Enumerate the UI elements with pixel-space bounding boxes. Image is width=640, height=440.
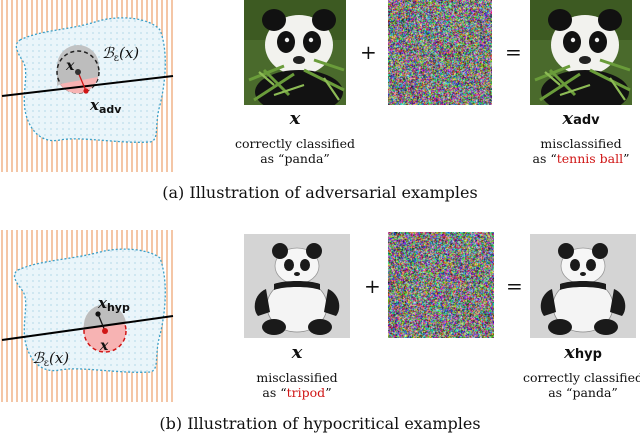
figure-caption-a: (a) Illustration of adversarial examples: [162, 183, 478, 202]
point-x: [75, 69, 81, 75]
adversarial-panda-photo: [530, 0, 632, 114]
panel-adversarial: x ℬε(x) xadv + =: [0, 0, 640, 210]
caption-left: correctly classified as “panda”: [235, 136, 355, 166]
point-x-adv: [83, 88, 89, 94]
equals-operator: =: [505, 40, 522, 64]
noise-pattern: [388, 232, 494, 338]
panda-photo: [244, 0, 346, 114]
caption-right: correctly classified as “panda”: [523, 370, 640, 400]
figure-caption-b: (b) Illustration of hypocritical example…: [159, 414, 481, 433]
panda-toy-photo: [244, 234, 350, 338]
perturbation-ball-gray: [83, 304, 126, 328]
label-ball: ℬε(x): [102, 44, 139, 64]
hypocritical-panda-toy-photo: [530, 234, 636, 338]
perturbation-ball-red: [60, 77, 98, 94]
caption-right: misclassified as “tennis ball”: [532, 136, 630, 166]
label-x-hyp-right: xhyp: [564, 342, 602, 363]
adversarial-diagram: x ℬε(x) xadv: [0, 0, 175, 172]
hypocritical-diagram: xhyp x ℬε(x): [0, 230, 175, 402]
panel-hypocritical: xhyp x ℬε(x) + =: [0, 220, 640, 440]
point-x: [102, 328, 108, 334]
perturbation-arrow: [97, 313, 106, 332]
plus-operator: +: [360, 40, 377, 64]
decision-boundary: [1, 315, 174, 341]
equals-operator: =: [506, 274, 523, 298]
noise-pattern: [388, 0, 492, 105]
point-x-hyp: [95, 311, 101, 317]
label-x-left: x: [289, 108, 301, 129]
caption-left: misclassified as “tripod”: [256, 370, 338, 400]
label-x-adv-right: xadv: [562, 108, 600, 129]
label-ball: ℬε(x): [32, 349, 69, 369]
plus-operator: +: [364, 274, 381, 298]
label-x: x: [65, 58, 75, 74]
perturbation-arrow: [77, 71, 87, 92]
decision-boundary: [1, 75, 174, 97]
label-x-left: x: [291, 342, 303, 363]
label-x: x: [99, 338, 109, 354]
